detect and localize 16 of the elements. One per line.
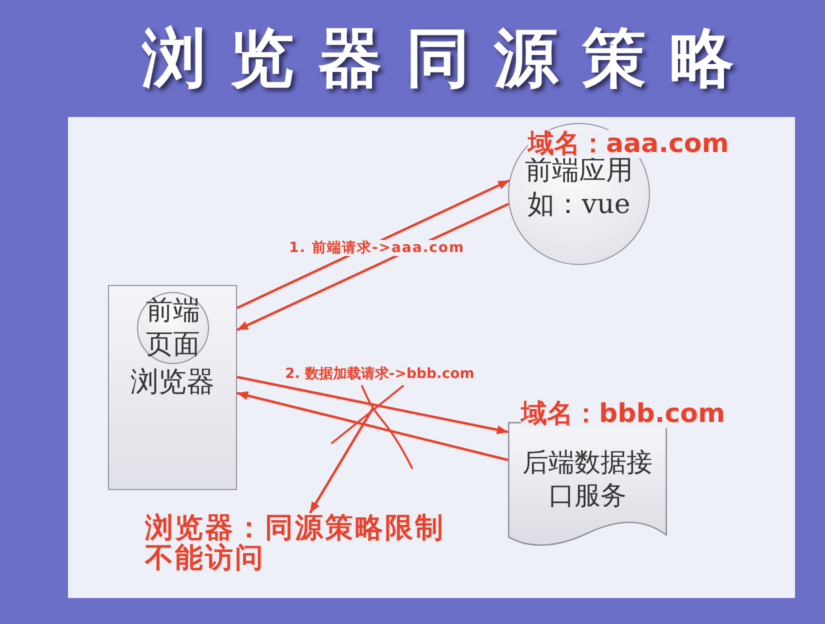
node-label: 如：vue [528,188,630,222]
node-label: 前端页面 [145,294,201,362]
arrow [236,376,508,434]
domain-label: 域名：bbb.com [521,400,726,428]
arrow [236,391,508,462]
title: 浏览器同源策略 [142,22,758,96]
node-label: 后端数据接口服务 [522,447,654,512]
node-label: 前端应用 [525,155,633,188]
arrow [236,202,510,332]
edge-label: 2. 数据加载请求->bbb.com [283,366,476,382]
browser-box [108,285,237,490]
arrow [236,179,510,310]
arrow [308,407,374,514]
domain-label: 域名：aaa.com [528,130,729,158]
node-label: 浏览器 [130,364,214,399]
annotation-text: 浏览器：同源策略限制不能访问 [145,513,465,575]
